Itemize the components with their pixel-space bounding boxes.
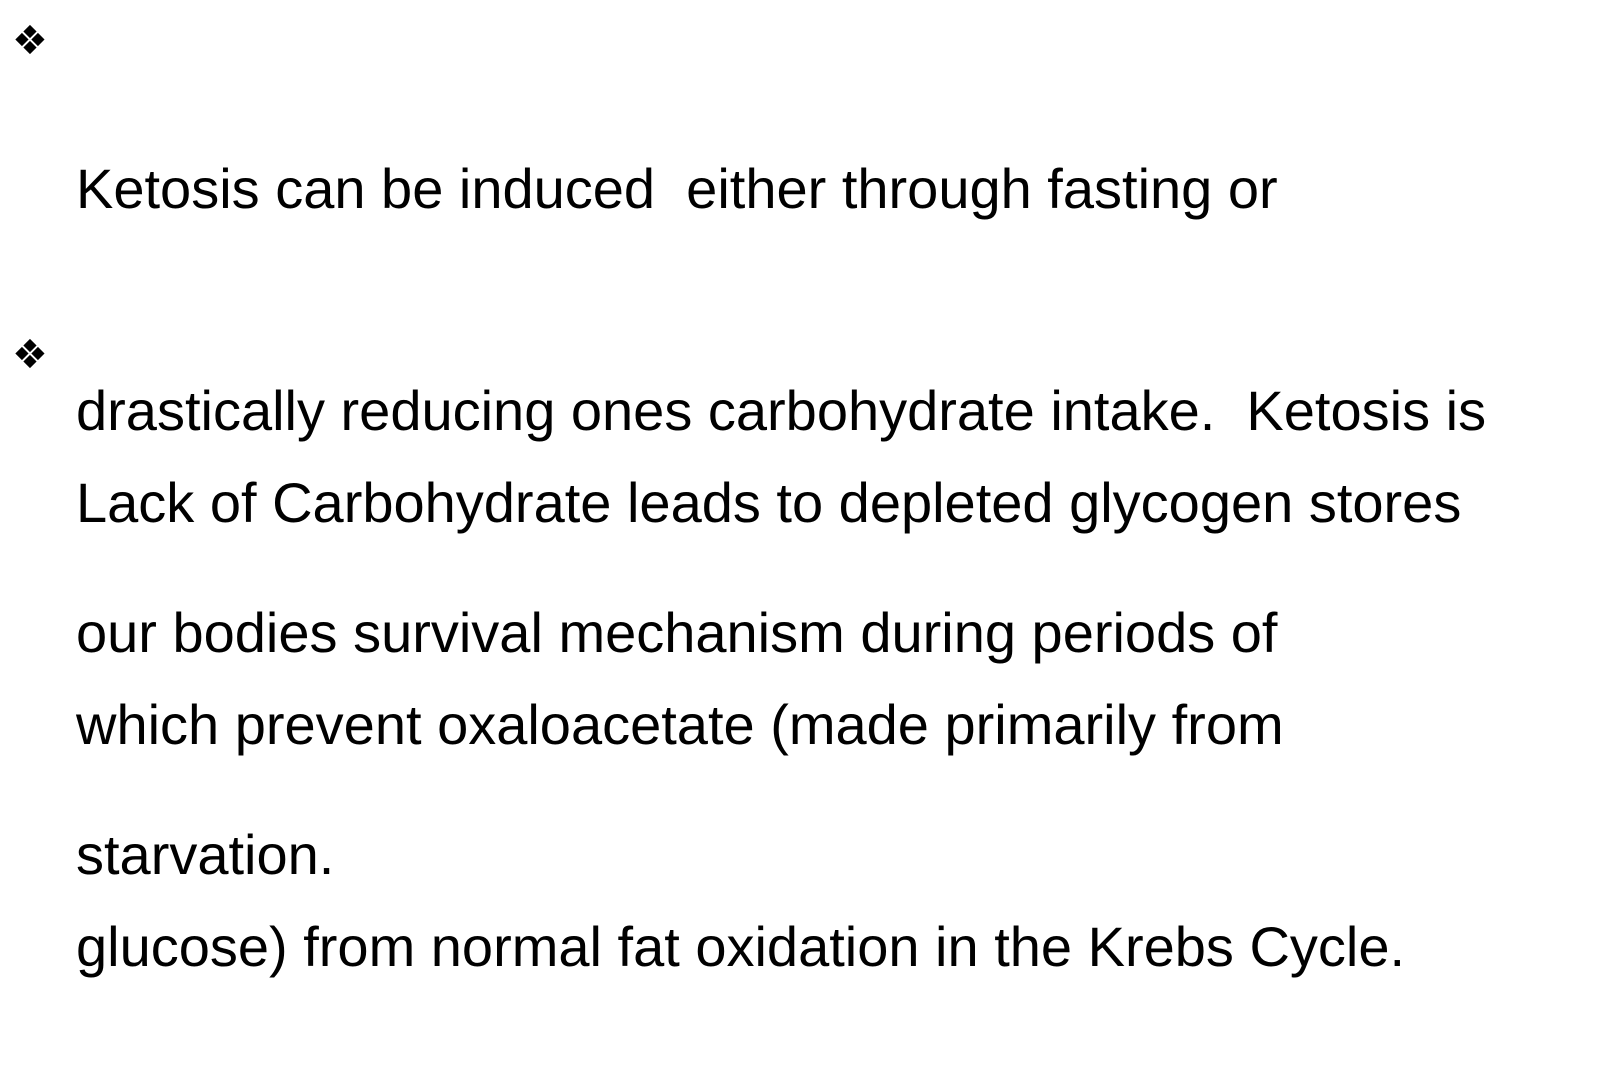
bullet-line: Ketosis can be induced either through fa…	[76, 157, 1278, 220]
diamond-bullet-icon: ❖	[12, 332, 48, 378]
bullet-text: Lack of Carbohydrate leads to depleted g…	[76, 318, 1616, 1090]
diamond-bullet-icon: ❖	[12, 18, 48, 64]
slide: ❖ Ketosis can be induced either through …	[12, 18, 1487, 978]
bullet-line: drastically reducing ones carbohydrate i…	[76, 379, 1487, 442]
bullet-line: which prevent oxaloacetate (made primari…	[76, 693, 1284, 756]
bullet-line: Lack of Carbohydrate leads to depleted g…	[76, 471, 1462, 534]
bullet-item-carbohydrate-lack: ❖ Lack of Carbohydrate leads to depleted…	[12, 318, 1616, 1090]
bullet-line: glucose) from normal fat oxidation in th…	[76, 915, 1406, 978]
